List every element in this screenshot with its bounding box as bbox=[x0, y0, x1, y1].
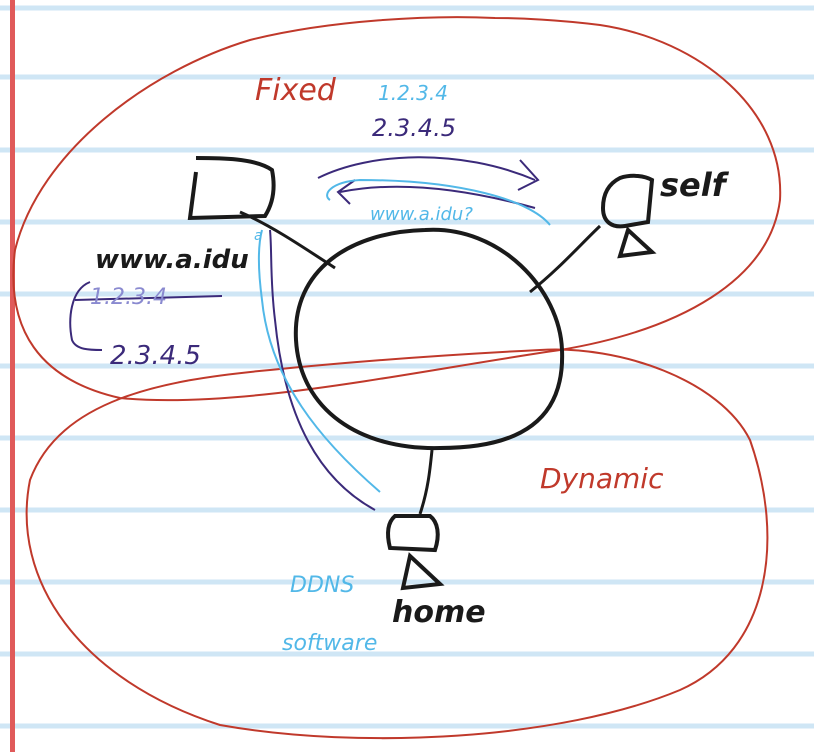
fixed-region-outline bbox=[12, 16, 782, 402]
label-self: self bbox=[660, 166, 730, 204]
link-bottom bbox=[418, 449, 434, 515]
blue-ddns-line bbox=[258, 229, 381, 493]
dynamic-region-outline bbox=[25, 348, 769, 740]
label-dynamic: Dynamic bbox=[540, 462, 664, 495]
purple-arrow-top bbox=[317, 156, 540, 191]
label-query: www.a.idu? bbox=[370, 204, 473, 225]
internet-circle bbox=[293, 227, 565, 451]
label-software: software bbox=[282, 631, 377, 656]
home-device-icon bbox=[385, 514, 445, 591]
purple-update-line bbox=[269, 229, 376, 511]
label-home: home bbox=[392, 595, 486, 630]
ruled-lines bbox=[0, 5, 814, 729]
left-server-icon bbox=[187, 156, 276, 221]
blue-query-arrow bbox=[326, 178, 551, 226]
strike-line bbox=[74, 295, 223, 301]
self-device-icon bbox=[600, 173, 657, 259]
label-ip-old: 1.2.3.4 bbox=[378, 81, 448, 105]
list-bracket bbox=[69, 281, 103, 351]
label-small-a: a bbox=[254, 228, 263, 244]
label-ddns: DDNS bbox=[290, 573, 354, 598]
label-list-old: 1.2.3.4 bbox=[90, 285, 167, 310]
link-right bbox=[529, 224, 602, 294]
label-list-new: 2.3.4.5 bbox=[110, 341, 201, 371]
label-host: www.a.idu bbox=[95, 245, 249, 275]
label-fixed: Fixed bbox=[255, 73, 337, 108]
margin-line bbox=[10, 0, 15, 752]
link-left bbox=[239, 210, 336, 270]
label-ip-new: 2.3.4.5 bbox=[372, 114, 456, 142]
